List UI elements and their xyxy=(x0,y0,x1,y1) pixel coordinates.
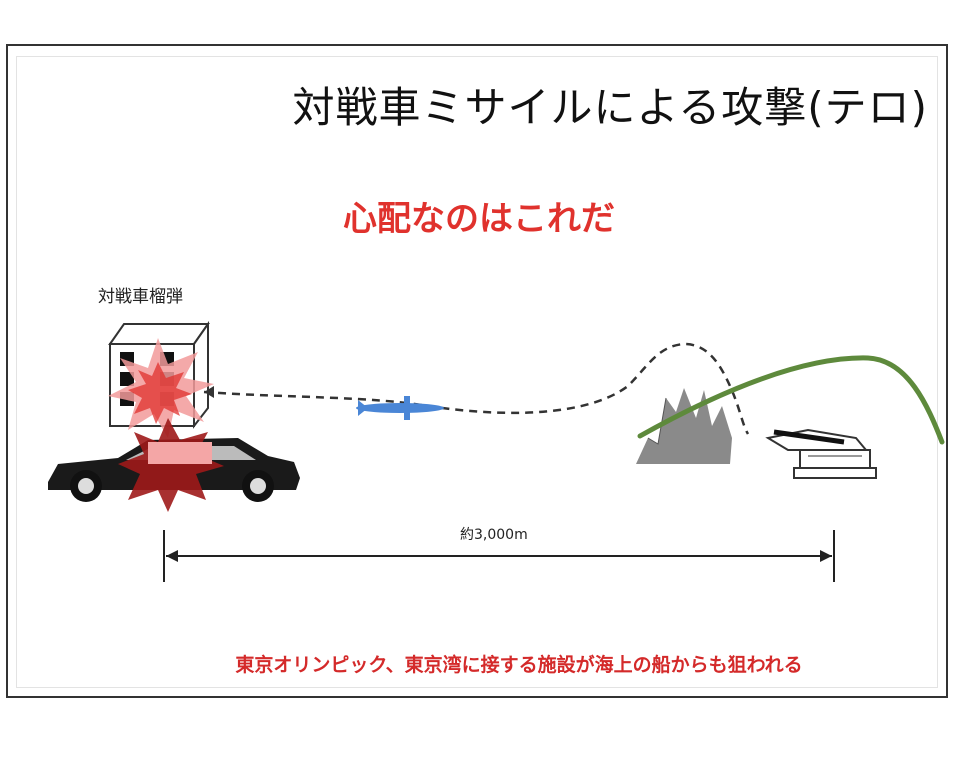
missile-icon xyxy=(356,396,444,420)
building-icon xyxy=(108,320,210,429)
launch-trajectory xyxy=(637,355,945,445)
cliff-icon xyxy=(636,388,732,464)
car-explosion-icon xyxy=(118,418,224,512)
slide-footer: 東京オリンピック、東京湾に接する施設が海上の船からも狙われる xyxy=(235,654,803,676)
slide-subtitle: 心配なのはこれだ xyxy=(343,199,615,239)
slide: 対戦車ミサイルによる攻撃(テロ) 心配なのはこれだ 対戦車榴弾 xyxy=(6,44,948,698)
missile-trajectory xyxy=(203,342,750,435)
slide-title: 対戦車ミサイルによる攻撃(テロ) xyxy=(292,83,928,132)
attack-diagram xyxy=(48,320,945,582)
explosion-icon xyxy=(108,338,214,438)
target-label: 対戦車榴弾 xyxy=(98,287,183,307)
launcher-icon xyxy=(765,428,877,479)
distance-label: 約3,000m xyxy=(460,527,528,543)
distance-scale xyxy=(163,530,835,582)
slide-inner-frame xyxy=(16,56,938,688)
